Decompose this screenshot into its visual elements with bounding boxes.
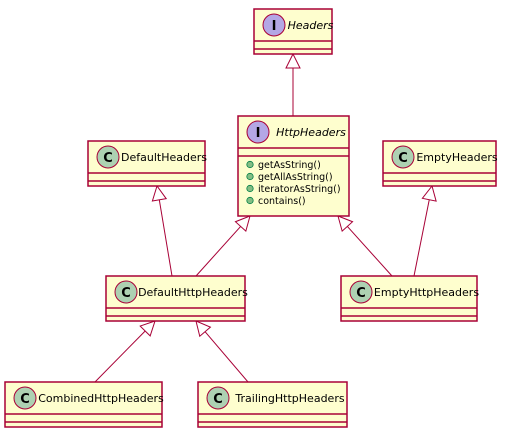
class-name: DefaultHttpHeaders <box>138 286 248 299</box>
class-name: CombinedHttpHeaders <box>38 392 164 405</box>
badge-letter: I <box>272 19 277 34</box>
inheritance-edge-trailing_http_headers-to-default_http_headers <box>195 320 249 383</box>
class-box-http-headers[interactable]: I HttpHeaders getAsString()getAllAsString(… <box>237 115 350 217</box>
class-badge-icon <box>349 280 373 304</box>
class-name: EmptyHeaders <box>416 151 498 164</box>
edge-line <box>413 199 430 277</box>
inheritance-arrowhead <box>285 52 301 69</box>
interface-badge-icon <box>262 13 286 37</box>
class-badge-icon <box>391 145 415 169</box>
class-box-combined-http-headers[interactable]: C CombinedHttpHeaders <box>4 381 164 428</box>
inheritance-edge-empty_http_headers-to-empty_headers <box>413 184 437 277</box>
badge-letter: C <box>103 151 113 166</box>
inheritance-edge-http_headers-to-headers <box>285 52 301 116</box>
inheritance-arrowhead <box>151 184 168 202</box>
badge-letter: C <box>20 392 30 407</box>
class-badge-icon <box>114 280 138 304</box>
inheritance-arrowhead <box>421 184 437 202</box>
class-badge-icon <box>96 145 120 169</box>
class-box-default-http-headers[interactable]: C DefaultHttpHeaders <box>105 275 248 322</box>
class-box-headers[interactable]: I Headers <box>253 8 334 55</box>
inheritance-arrowhead <box>139 320 156 337</box>
public-method-icon <box>246 160 254 169</box>
method-label: iteratorAsString() <box>258 184 341 195</box>
method-label: contains() <box>258 196 306 207</box>
inheritance-arrowhead <box>195 320 212 338</box>
inheritance-edge-empty_http_headers-to-http_headers <box>337 215 393 277</box>
inheritance-edge-combined_http_headers-to-default_http_headers <box>94 320 156 383</box>
class-box-trailing-http-headers[interactable]: C TrailingHttpHeaders <box>197 381 348 428</box>
edge-line <box>94 330 146 383</box>
edge-line <box>346 226 393 277</box>
edge-line <box>204 331 249 383</box>
class-box-empty-http-headers[interactable]: C EmptyHttpHeaders <box>340 275 479 322</box>
class-box-default-headers[interactable]: C DefaultHeaders <box>87 140 207 187</box>
interface-badge-icon <box>246 120 270 144</box>
badge-letter: I <box>256 126 261 141</box>
badge-letter: C <box>398 151 408 166</box>
class-name: HttpHeaders <box>276 126 346 139</box>
badge-letter: C <box>213 392 223 407</box>
edge-line <box>195 226 242 277</box>
badge-letter: C <box>121 286 131 301</box>
class-name: Headers <box>288 19 334 32</box>
public-method-icon <box>246 172 254 181</box>
class-name: TrailingHttpHeaders <box>234 392 344 405</box>
badge-letter: C <box>356 286 366 301</box>
method-label: getAllAsString() <box>258 172 333 183</box>
class-box-empty-headers[interactable]: C EmptyHeaders <box>382 140 498 187</box>
inheritance-edge-default_http_headers-to-default_headers <box>151 184 173 277</box>
public-method-icon <box>246 184 254 193</box>
class-name: DefaultHeaders <box>121 151 207 164</box>
public-method-icon <box>246 196 254 205</box>
class-badge-icon <box>13 386 37 410</box>
class-badge-icon <box>206 386 230 410</box>
inheritance-arrowhead <box>234 215 251 233</box>
inheritance-edge-default_http_headers-to-http_headers <box>195 215 251 277</box>
method-label: getAsString() <box>258 160 321 171</box>
class-name: EmptyHttpHeaders <box>374 286 479 299</box>
relations-layer <box>94 52 437 383</box>
inheritance-arrowhead <box>337 215 354 233</box>
edge-line <box>158 199 173 277</box>
